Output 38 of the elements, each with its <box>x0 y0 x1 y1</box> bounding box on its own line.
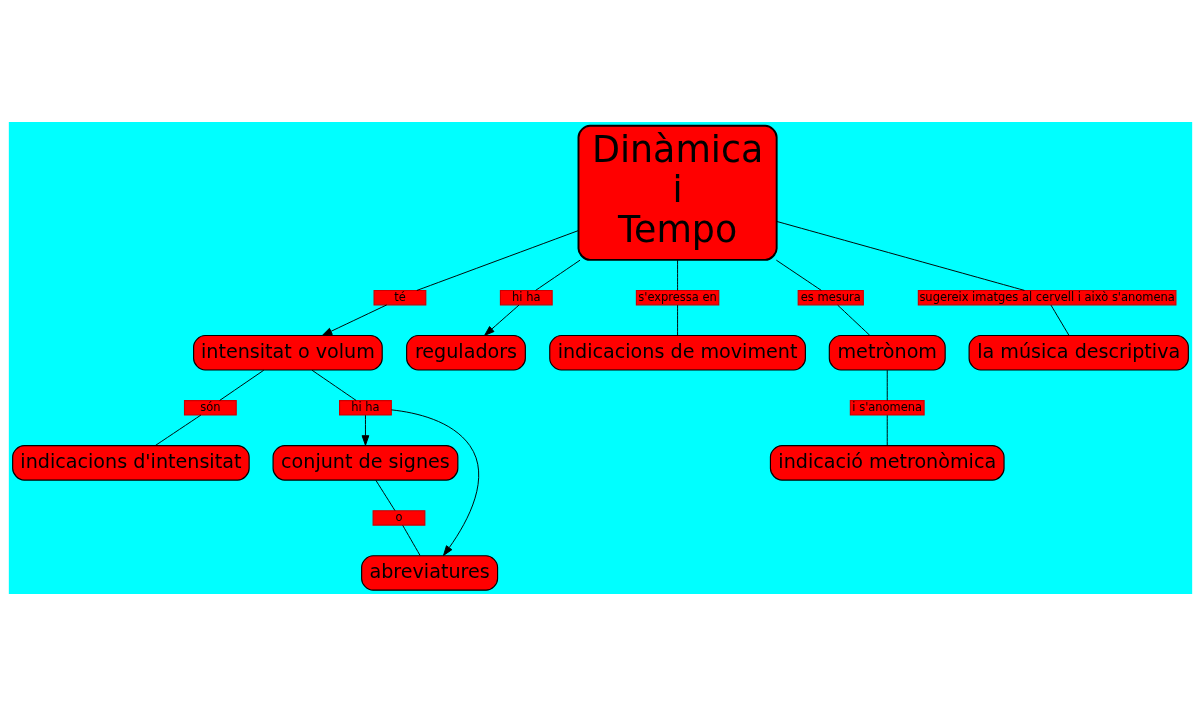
node-box: conjunt de signes <box>272 444 459 481</box>
connector <box>416 229 579 291</box>
arrow <box>390 408 480 556</box>
node-box: té <box>373 289 427 305</box>
connector <box>535 259 581 291</box>
connector <box>775 259 822 291</box>
connector <box>1050 304 1070 336</box>
connector <box>219 369 265 401</box>
node-box: reguladors <box>406 334 526 371</box>
node-box: indicacions d'intensitat <box>12 444 250 481</box>
node-box: indicació metronòmica <box>769 444 1005 481</box>
connector <box>375 479 396 511</box>
connector <box>886 369 888 401</box>
node-box: la música descriptiva <box>968 334 1189 371</box>
node-box: i s'anomena <box>849 399 925 416</box>
node-box: metrònom <box>828 334 946 371</box>
node-box: hi ha <box>339 399 392 416</box>
node-box: o <box>372 509 426 526</box>
node-box: hi ha <box>499 289 553 305</box>
arrow <box>321 303 388 336</box>
connector <box>677 259 679 291</box>
connector <box>886 414 888 446</box>
connector <box>837 304 871 336</box>
node-box: Dinàmica i Tempo <box>577 124 778 261</box>
connector <box>402 524 421 556</box>
node-box: intensitat o volum <box>193 334 383 371</box>
connector <box>154 414 202 446</box>
connector <box>677 304 679 336</box>
arrow <box>361 414 370 446</box>
connector <box>776 220 1025 291</box>
node-box: abreviatures <box>361 554 499 591</box>
arrow <box>484 304 520 336</box>
node-box: són <box>183 399 237 416</box>
connector <box>311 369 357 401</box>
node-box: indicacions de moviment <box>549 334 806 371</box>
node-box: es mesura <box>797 289 864 305</box>
node-box: s'expressa en <box>635 289 720 305</box>
node-box: sugereix imatges al cervell i això s'anomena <box>917 289 1177 305</box>
